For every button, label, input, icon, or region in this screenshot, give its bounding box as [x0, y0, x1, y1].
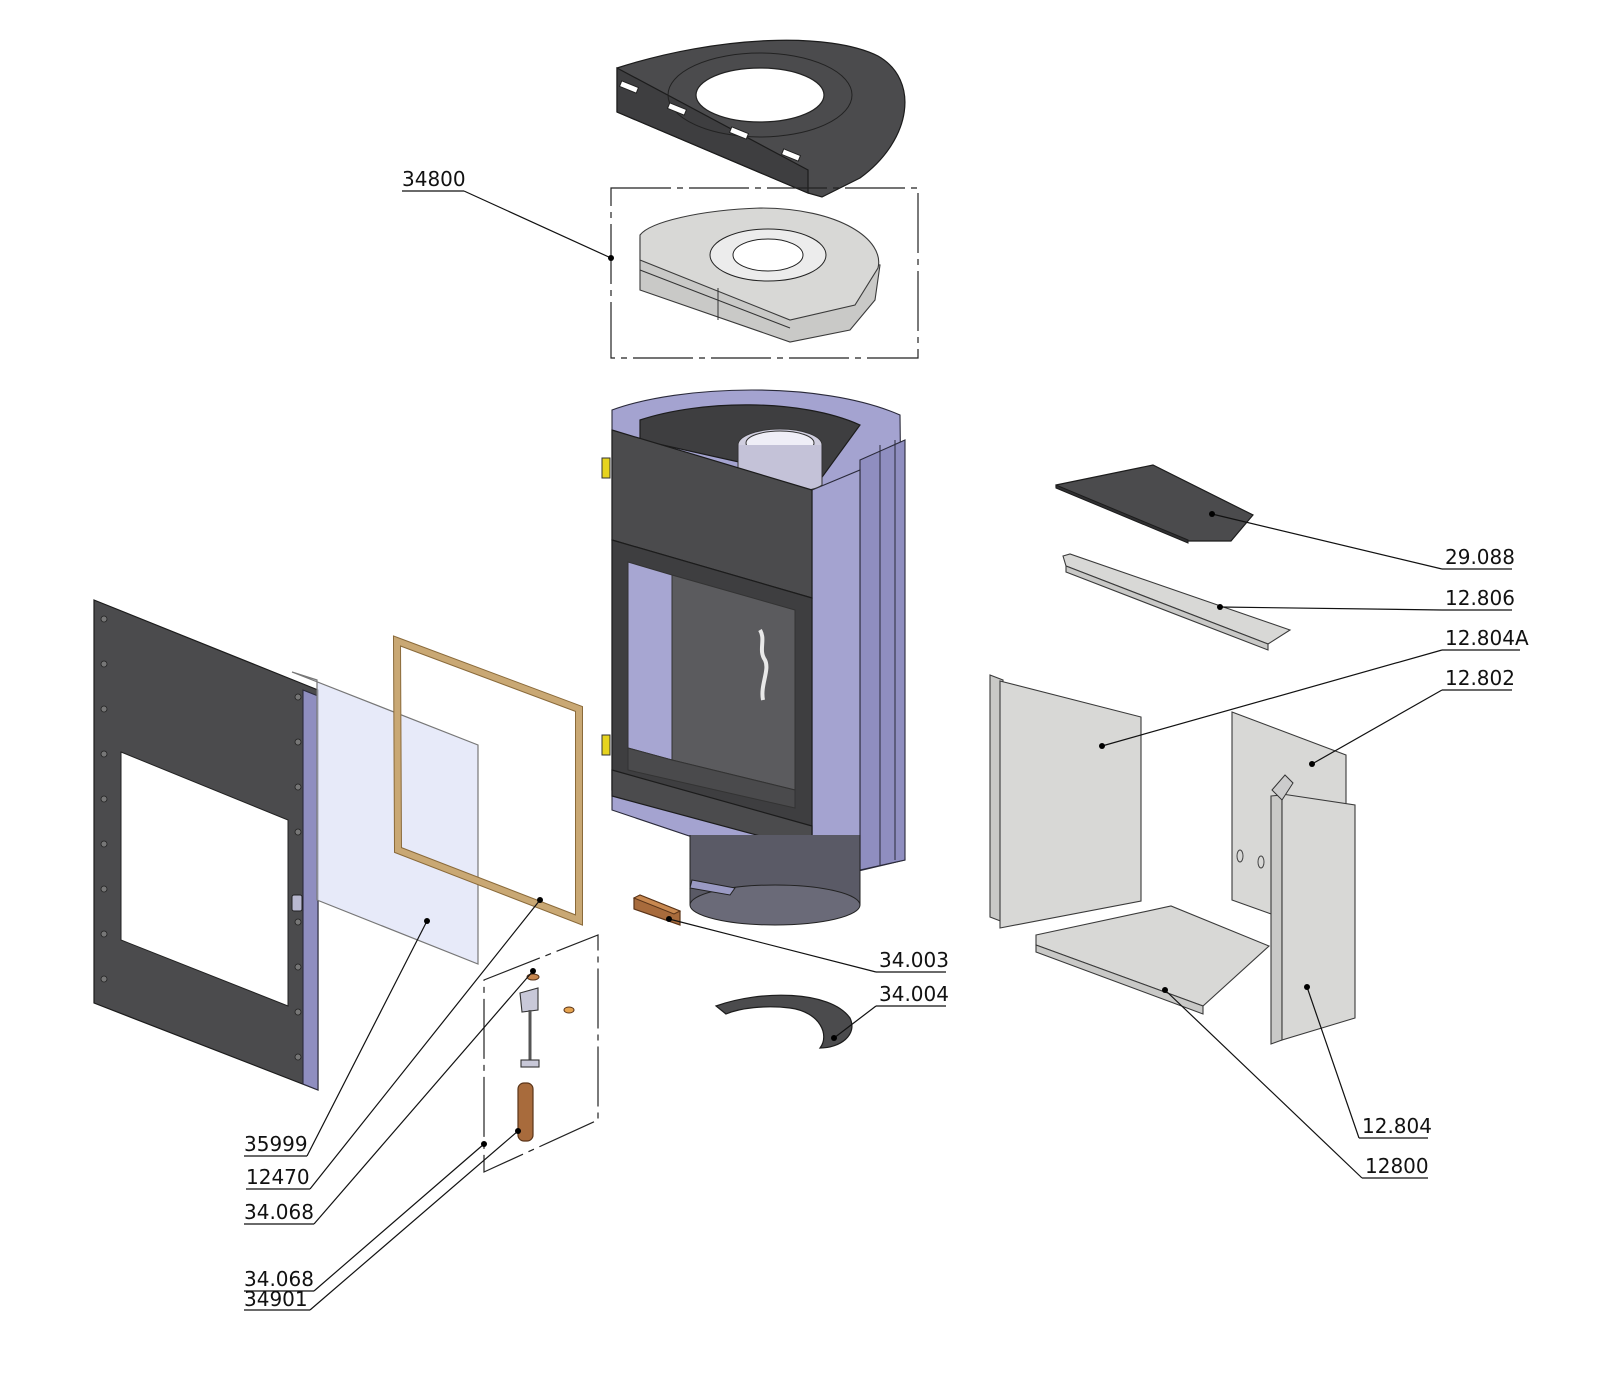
part-label: 34.004 [879, 982, 949, 1006]
door-rivets [100, 615, 302, 1061]
callout-12804A: 12.804A [1099, 626, 1529, 749]
insulation-ring-group [610, 187, 919, 359]
part-label: 34.068 [244, 1200, 314, 1224]
part-label: 12800 [1365, 1154, 1429, 1178]
part-label: 35999 [244, 1132, 308, 1156]
door-glass [291, 671, 479, 965]
part-label: 12.802 [1445, 666, 1515, 690]
handle-assembly [519, 987, 540, 1068]
callout-12802: 12.802 [1309, 666, 1515, 767]
side-brick-right [1270, 774, 1356, 1045]
handle-assembly-group [483, 934, 599, 1173]
firebox-body [601, 389, 906, 926]
door-latch [291, 894, 303, 912]
part-label: 34.068 [244, 1267, 314, 1291]
part-label: 12.804 [1362, 1114, 1432, 1138]
part-label: 12.804A [1445, 626, 1529, 650]
part-label: 29.088 [1445, 545, 1515, 569]
wood-handle [517, 1082, 534, 1142]
side-brick-left [989, 674, 1142, 929]
callouts: 34800 29.088 12.806 12.804A [244, 167, 1529, 1311]
handle-pin [526, 973, 540, 981]
callout-34003: 34.003 [666, 916, 949, 973]
group-boundary [610, 187, 919, 359]
ash-ring [714, 994, 853, 1049]
part-label: 34800 [402, 167, 466, 191]
handle-pin-small [563, 1006, 575, 1014]
callout-12800: 12800 [1162, 987, 1429, 1179]
baffle-plate [1055, 464, 1254, 544]
callout-34068-assembly: 34.068 [244, 1141, 487, 1292]
part-label: 34.003 [879, 948, 949, 972]
callout-35999: 35999 [244, 918, 430, 1157]
part-label: 12470 [246, 1165, 310, 1189]
callout-34068-pin: 34.068 [244, 968, 536, 1225]
callout-12804: 12.804 [1304, 984, 1432, 1139]
group-boundary [483, 934, 599, 1173]
callout-34004: 34.004 [831, 982, 949, 1041]
baffle-brick [1062, 553, 1292, 651]
callout-34800: 34800 [402, 167, 614, 261]
callout-34901: 34901 [244, 1128, 521, 1311]
part-label: 12.806 [1445, 586, 1515, 610]
door-frame [93, 599, 319, 1091]
callout-12806: 12.806 [1217, 586, 1515, 611]
part-label: 34901 [244, 1287, 308, 1311]
top-plate [616, 39, 906, 198]
door-gasket [392, 635, 583, 926]
callout-12470: 12470 [246, 897, 543, 1190]
callout-29088: 29.088 [1209, 511, 1515, 570]
floor-brick [1035, 905, 1271, 1015]
